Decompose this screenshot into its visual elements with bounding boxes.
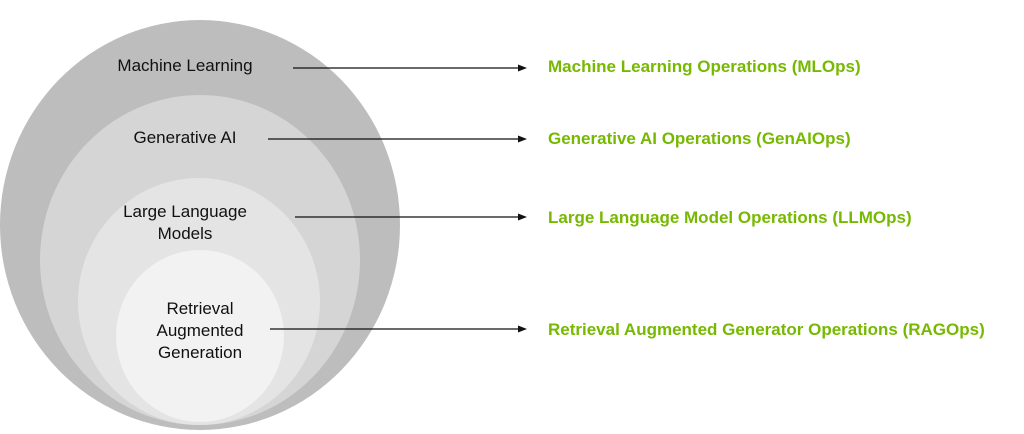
ragops-label: Retrieval Augmented Generator Operations…	[548, 320, 985, 339]
llmops-label: Large Language Model Operations (LLMOps)	[548, 208, 912, 227]
rag-label-line-3: Generation	[157, 343, 243, 362]
large-language-models-label-line-1: Large Language	[123, 202, 247, 221]
generative-ai-label: Generative AI	[118, 127, 252, 149]
retrieval-augmented-generation-label: Retrieval Augmented Generation	[125, 298, 275, 364]
rag-label-line-2: Augmented	[156, 321, 244, 340]
rag-label-line-1: Retrieval	[166, 299, 234, 318]
machine-learning-label-line-1: Machine Learning	[117, 56, 253, 75]
large-language-models-label-line-2: Models	[157, 224, 213, 243]
genaiops-label: Generative AI Operations (GenAIOps)	[548, 129, 851, 148]
large-language-models-label: Large Language Models	[118, 201, 252, 245]
generative-ai-label-line-1: Generative AI	[133, 128, 237, 147]
mlops-label: Machine Learning Operations (MLOps)	[548, 57, 861, 76]
retrieval-augmented-generation-circle	[116, 250, 284, 422]
machine-learning-label: Machine Learning	[110, 55, 260, 77]
